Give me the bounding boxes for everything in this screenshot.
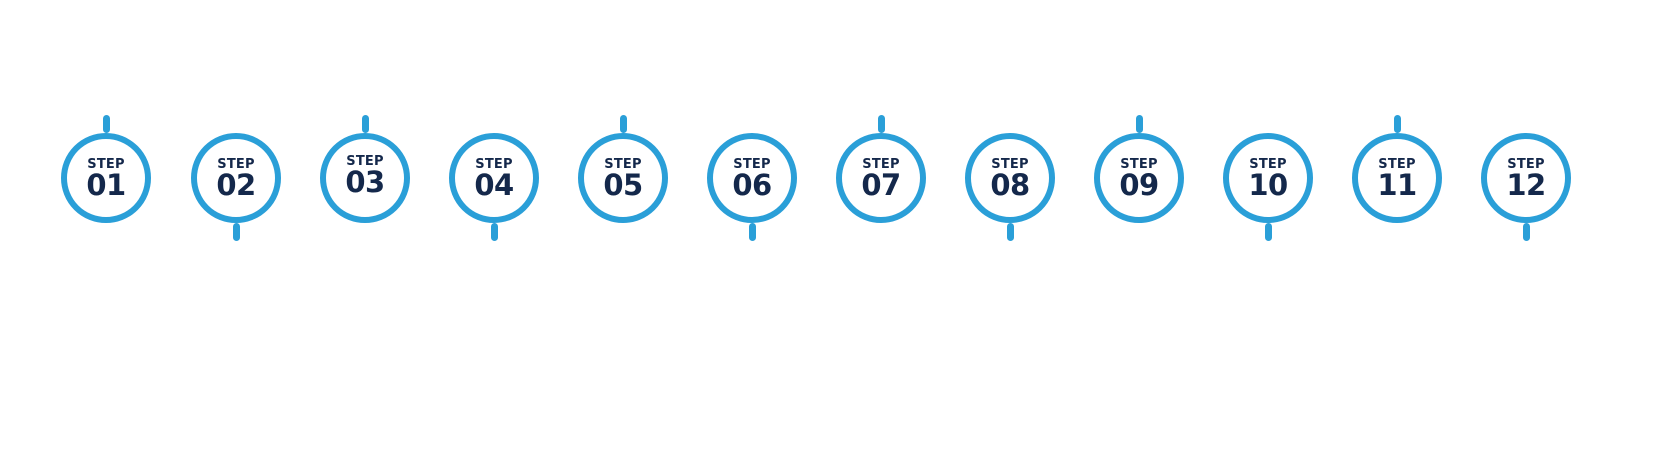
step-label: STEP [604, 157, 642, 172]
step-number: 07 [861, 168, 901, 202]
step-09-badge: STEP 09 [1094, 115, 1184, 223]
step-08-badge: STEP 08 [965, 133, 1055, 241]
step-label: STEP [733, 157, 771, 172]
step-number: 09 [1119, 168, 1159, 202]
step-number: 03 [345, 165, 385, 199]
connector-down [1264, 223, 1272, 241]
connector-up [1393, 115, 1401, 133]
connector-up [1135, 115, 1143, 133]
step-number: 01 [86, 168, 126, 202]
step-label: STEP [1120, 157, 1158, 172]
connector-down [232, 223, 240, 241]
step-label: STEP [87, 157, 125, 172]
step-label: STEP [991, 157, 1029, 172]
step-03-badge: STEP 03 [320, 115, 410, 223]
connector-down [1522, 223, 1530, 241]
step-label: STEP [862, 157, 900, 172]
step-05-badge: STEP 05 [578, 115, 668, 223]
step-02-badge: STEP 02 [191, 133, 281, 241]
step-label: STEP [1249, 157, 1287, 172]
connector-up [877, 115, 885, 133]
step-07-badge: STEP 07 [836, 115, 926, 223]
step-number: 08 [990, 168, 1030, 202]
step-label: STEP [475, 157, 513, 172]
step-label: STEP [1507, 157, 1545, 172]
connector-up [619, 115, 627, 133]
step-label: STEP [217, 157, 255, 172]
connector-down [1006, 223, 1014, 241]
connector-up [102, 115, 110, 133]
step-06-badge: STEP 06 [707, 133, 797, 241]
step-04-badge: STEP 04 [449, 133, 539, 241]
connector-down [490, 223, 498, 241]
step-number: 06 [732, 168, 772, 202]
step-number: 11 [1377, 168, 1417, 202]
connector-up [361, 115, 369, 133]
step-number: 04 [474, 168, 514, 202]
step-label: STEP [346, 154, 384, 169]
step-12-badge: STEP 12 [1481, 133, 1571, 241]
step-number: 10 [1248, 168, 1288, 202]
connector-down [748, 223, 756, 241]
step-number: 12 [1506, 168, 1546, 202]
step-01-badge: STEP 01 [61, 115, 151, 223]
step-10-badge: STEP 10 [1223, 133, 1313, 241]
step-number: 05 [603, 168, 643, 202]
step-label: STEP [1378, 157, 1416, 172]
step-number: 02 [216, 168, 256, 202]
step-11-badge: STEP 11 [1352, 115, 1442, 223]
